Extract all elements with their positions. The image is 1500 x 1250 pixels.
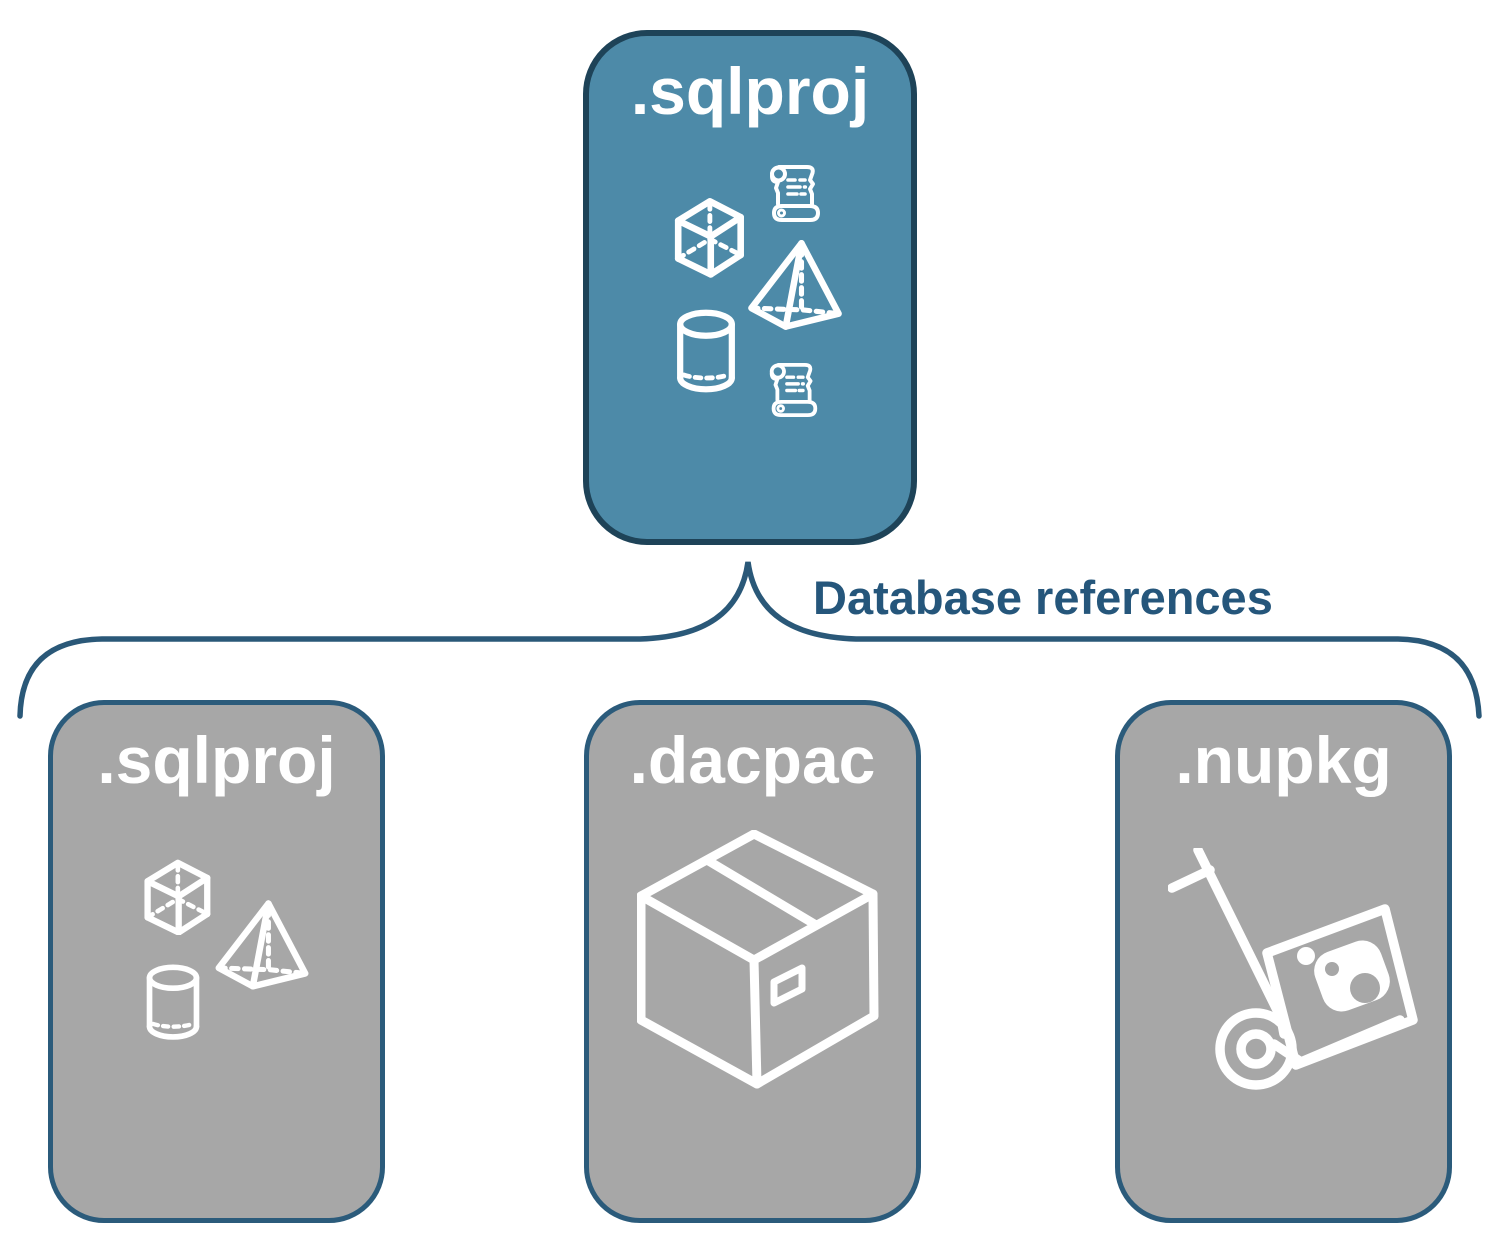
hand-truck-package-icon (1168, 848, 1420, 1090)
pyramid-icon (744, 236, 846, 332)
scroll-icon (766, 163, 824, 225)
pyramid-icon (211, 898, 313, 990)
scroll-icon (766, 361, 821, 420)
cylinder-icon (140, 963, 206, 1043)
node-root-sqlproj: .sqlproj (583, 30, 917, 545)
connector-label: Database references (813, 571, 1273, 624)
package-box-icon (637, 830, 879, 1090)
cube-icon (133, 851, 221, 935)
node-title: .sqlproj (97, 723, 336, 797)
node-title: .sqlproj (630, 54, 870, 128)
node-title: .nupkg (1175, 723, 1392, 797)
cube-icon (665, 188, 753, 278)
node-child-dacpac: .dacpac (584, 700, 921, 1223)
node-title: .dacpac (629, 723, 876, 797)
node-child-sqlproj: .sqlproj (48, 700, 385, 1223)
node-child-nupkg: .nupkg (1115, 700, 1452, 1223)
cylinder-icon (672, 308, 740, 396)
